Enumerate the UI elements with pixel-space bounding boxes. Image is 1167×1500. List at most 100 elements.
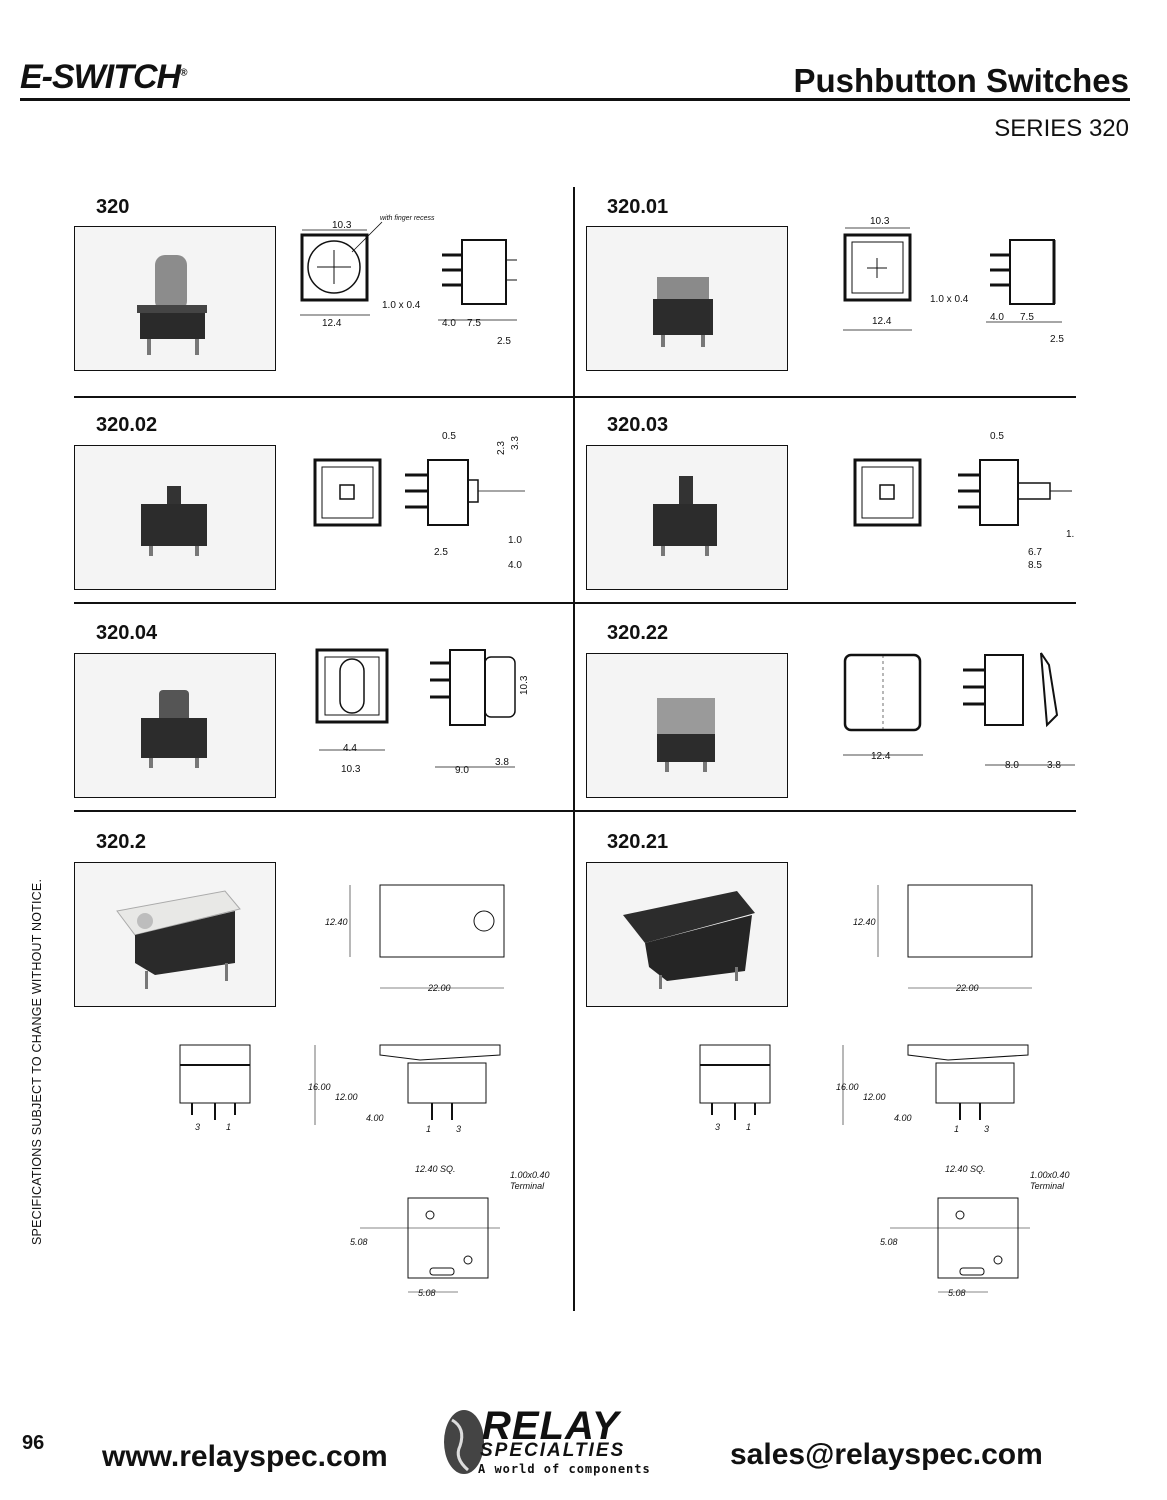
dim-value: 12.4 bbox=[872, 316, 892, 327]
logo-text: E-SWITCH bbox=[20, 58, 181, 96]
model-label: 320.22 bbox=[607, 622, 669, 644]
dim-value: 12.40 SQ. bbox=[415, 1164, 456, 1174]
series-label: SERIES 320 bbox=[994, 115, 1129, 142]
dim-value: 0.5 bbox=[442, 431, 456, 442]
pin-label: 3 bbox=[984, 1124, 989, 1134]
product-photo bbox=[586, 862, 788, 1007]
dim-value: 1. bbox=[1066, 529, 1074, 540]
pin-label: 3 bbox=[715, 1122, 720, 1132]
dim-value: Terminal bbox=[1030, 1181, 1065, 1191]
drawing-320-2-side: 3 1 16.00 12.00 4.00 1 3 bbox=[170, 1035, 520, 1145]
pin-label: 1 bbox=[226, 1122, 231, 1132]
drawing-320-01: 10.3 12.4 1.0 x 0.4 4.0 7.5 2.5 bbox=[830, 210, 1070, 360]
dim-value: 16.00 bbox=[836, 1082, 859, 1092]
grid-row-divider bbox=[74, 396, 1076, 398]
eswitch-logo: E-SWITCH® bbox=[20, 58, 188, 97]
dim-value: 22.00 bbox=[427, 983, 451, 993]
dim-value: 10.3 bbox=[332, 220, 352, 231]
dim-value: 4.00 bbox=[894, 1113, 912, 1123]
dim-value: 5.08 bbox=[350, 1237, 368, 1247]
drawing-320-03: 0.5 6.7 8.5 1. bbox=[840, 425, 1080, 575]
dim-value: 3.3 bbox=[510, 436, 521, 450]
dim-value: 12.40 bbox=[853, 917, 876, 927]
dim-value: 8.0 bbox=[1005, 760, 1019, 771]
grid-row-divider bbox=[74, 810, 1076, 812]
email-link[interactable]: sales@relayspec.com bbox=[730, 1438, 1043, 1471]
header-rule bbox=[20, 98, 1130, 101]
dim-value: 22.00 bbox=[955, 983, 979, 993]
model-label: 320.21 bbox=[607, 831, 669, 853]
drawing-320-2-footprint: 12.40 SQ. 1.00x0.40 Terminal 5.08 5.08 bbox=[340, 1160, 560, 1300]
registered-mark: ® bbox=[180, 67, 187, 79]
dim-value: 1.00x0.40 bbox=[1030, 1170, 1070, 1180]
dim-value: 16.00 bbox=[308, 1082, 331, 1092]
drawing-320-22: 12.4 8.0 3.8 bbox=[835, 645, 1080, 785]
drawing-320-21-top: 12.40 22.00 bbox=[828, 870, 1068, 1000]
model-label: 320.01 bbox=[607, 196, 669, 218]
pin-label: 3 bbox=[456, 1124, 461, 1134]
dim-value: 5.08 bbox=[880, 1237, 898, 1247]
pin-label: 1 bbox=[426, 1124, 431, 1134]
dim-value: 7.5 bbox=[1020, 312, 1034, 323]
dim-value: 0.5 bbox=[990, 431, 1004, 442]
globe-icon bbox=[444, 1410, 484, 1474]
dim-value: 10.3 bbox=[341, 764, 361, 775]
dim-value: 8.5 bbox=[1028, 560, 1042, 571]
dim-value: 12.4 bbox=[322, 318, 342, 329]
dim-value: 12.4 bbox=[871, 751, 891, 762]
dim-value: 10.3 bbox=[519, 675, 530, 695]
dim-value: 4.0 bbox=[990, 312, 1004, 323]
drawing-320-02: 0.5 2.3 3.3 1.0 2.5 4.0 bbox=[300, 425, 560, 575]
dim-value: 12.40 SQ. bbox=[945, 1164, 986, 1174]
dim-value: 10.3 bbox=[870, 216, 890, 227]
drawing-320-21-footprint: 12.40 SQ. 1.00x0.40 Terminal 5.08 5.08 bbox=[870, 1160, 1090, 1300]
pin-label: 1 bbox=[746, 1122, 751, 1132]
grid-row-divider bbox=[74, 602, 1076, 604]
dim-value: 9.0 bbox=[455, 765, 469, 776]
product-photo bbox=[74, 653, 276, 798]
website-link[interactable]: www.relayspec.com bbox=[102, 1440, 388, 1473]
dim-value: 12.40 bbox=[325, 917, 348, 927]
dim-value: 4.0 bbox=[442, 318, 456, 329]
dim-note: with finger recess bbox=[380, 215, 435, 222]
dim-value: 3.8 bbox=[1047, 760, 1061, 771]
drawing-320-21-side: 3 1 16.00 12.00 4.00 1 3 bbox=[690, 1035, 1050, 1145]
disclaimer-vertical: SPECIFICATIONS SUBJECT TO CHANGE WITHOUT… bbox=[30, 878, 44, 1245]
dim-value: 2.5 bbox=[497, 336, 511, 347]
dim-value: 7.5 bbox=[467, 318, 481, 329]
model-label: 320.04 bbox=[96, 622, 158, 644]
dim-value: 1.00x0.40 bbox=[510, 1170, 550, 1180]
drawing-320: 10.3 with finger recess 12.4 1.0 x 0.4 4… bbox=[292, 210, 562, 360]
dim-value: 2.5 bbox=[1050, 334, 1064, 345]
dim-value: 1.0 bbox=[508, 535, 522, 546]
logo-line-1: RELAY bbox=[482, 1404, 620, 1448]
product-photo bbox=[74, 226, 276, 371]
dim-value: 4.00 bbox=[366, 1113, 384, 1123]
page-title: Pushbutton Switches bbox=[793, 62, 1129, 99]
product-photo bbox=[74, 862, 276, 1007]
dim-value: 3.8 bbox=[495, 757, 509, 768]
drawing-320-2-top: 12.40 22.00 bbox=[300, 870, 570, 1000]
pin-label: 1 bbox=[954, 1124, 959, 1134]
model-label: 320.02 bbox=[96, 414, 158, 436]
product-photo bbox=[586, 445, 788, 590]
dim-value: 12.00 bbox=[863, 1092, 886, 1102]
dim-value: 5.08 bbox=[948, 1288, 966, 1298]
model-label: 320.2 bbox=[96, 831, 147, 853]
dim-value: 6.7 bbox=[1028, 547, 1042, 558]
dim-value: 5.08 bbox=[418, 1288, 436, 1298]
dim-value: 4.0 bbox=[508, 560, 522, 571]
dim-value: 2.3 bbox=[496, 441, 507, 455]
model-label: 320 bbox=[96, 196, 130, 218]
dim-value: Terminal bbox=[510, 1181, 545, 1191]
logo-line-3: A world of components bbox=[478, 1462, 651, 1476]
page-number: 96 bbox=[22, 1432, 45, 1454]
product-photo bbox=[586, 226, 788, 371]
product-photo bbox=[74, 445, 276, 590]
dim-value: 1.0 x 0.4 bbox=[930, 294, 969, 305]
model-label: 320.03 bbox=[607, 414, 669, 436]
drawing-320-04: 4.4 10.3 10.3 9.0 3.8 bbox=[305, 635, 565, 785]
logo-line-2: SPECIALTIES bbox=[480, 1440, 626, 1461]
dim-value: 2.5 bbox=[434, 547, 448, 558]
dim-value: 12.00 bbox=[335, 1092, 358, 1102]
